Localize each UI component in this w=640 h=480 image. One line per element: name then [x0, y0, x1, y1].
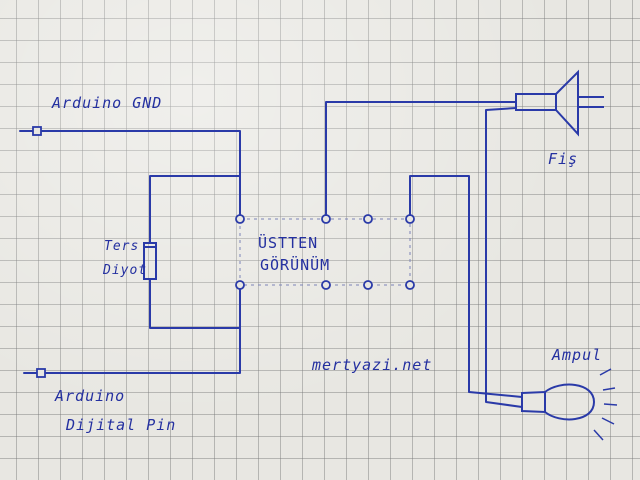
gnd-terminal [32, 126, 42, 136]
ampul-label: Ampul [552, 346, 603, 364]
relay-outline [239, 218, 411, 286]
gorunum-label: GÖRÜNÜM [260, 256, 331, 274]
relay-pin-8 [405, 280, 415, 290]
diyot-label: Diyot [103, 263, 148, 278]
ters-label: Ters [104, 239, 140, 254]
diode-loop-wire [149, 175, 241, 329]
ustten-label: ÜSTTEN [258, 234, 319, 252]
dijital-pin-label: Dijital Pin [66, 416, 177, 434]
plug-to-lamp-wire [485, 107, 523, 408]
relay-to-plug-wire [325, 101, 517, 216]
digital-pin-wire [23, 288, 241, 374]
arduino-label: Arduino [55, 387, 126, 405]
gnd-wire [19, 130, 241, 216]
diode-icon [143, 242, 157, 280]
relay-pin-5 [235, 280, 245, 290]
relay-pin-4 [405, 214, 415, 224]
relay-pin-3 [363, 214, 373, 224]
relay-pin-2 [321, 214, 331, 224]
relay-pin-7 [363, 280, 373, 290]
relay-pin-6 [321, 280, 331, 290]
light-bulb-icon [521, 368, 618, 441]
plug-icon [515, 69, 604, 137]
relay-pin-1 [235, 214, 245, 224]
fis-label: Fiş [548, 150, 579, 168]
arduino-gnd-label: Arduino GND [52, 94, 163, 112]
site-label: mertyazi.net [312, 356, 433, 374]
digital-pin-terminal [36, 368, 46, 378]
